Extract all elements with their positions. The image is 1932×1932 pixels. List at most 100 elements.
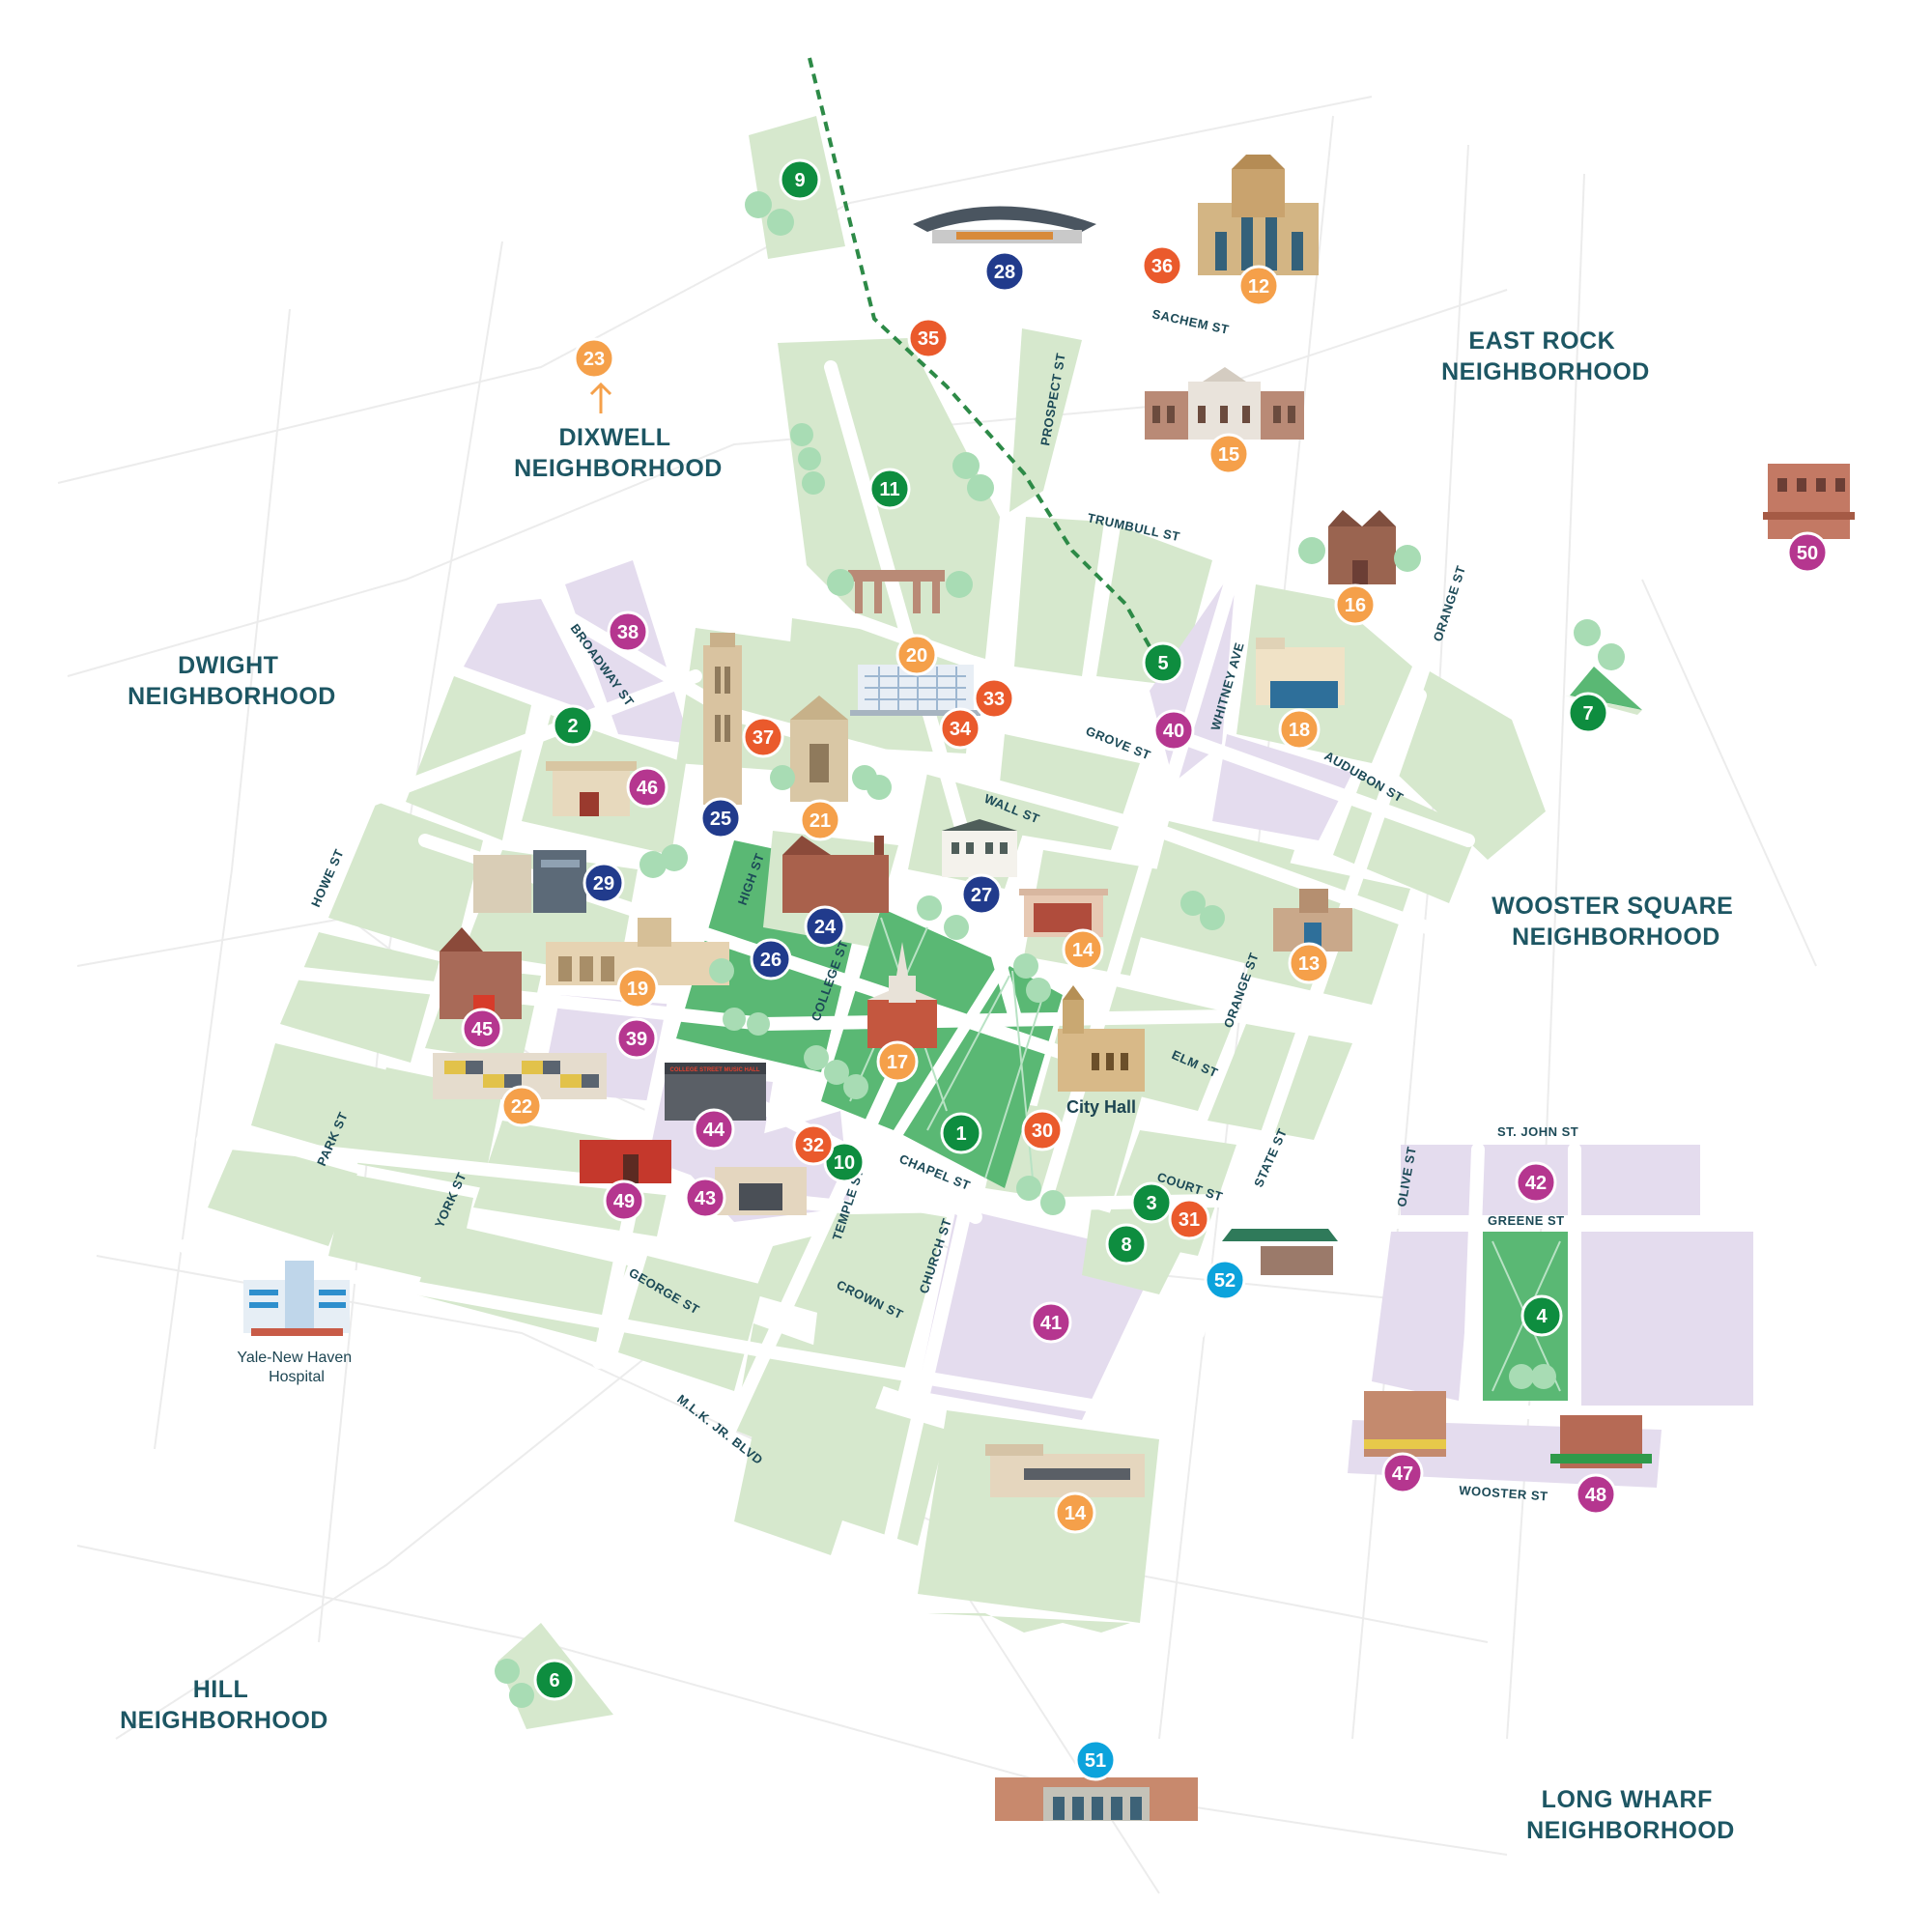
- street-label-sachem: SACHEM ST: [1151, 306, 1230, 337]
- map-marker-17[interactable]: 17: [876, 1040, 919, 1083]
- map-marker-43[interactable]: 43: [684, 1177, 726, 1219]
- marker-circle: [1152, 709, 1195, 752]
- map-marker-27[interactable]: 27: [960, 873, 1003, 916]
- marker-number: 48: [1585, 1485, 1606, 1506]
- map-marker-15[interactable]: 15: [1208, 433, 1250, 475]
- map-marker-50[interactable]: 50: [1786, 531, 1829, 574]
- map-marker-38[interactable]: 38: [607, 611, 649, 653]
- neighborhood-label-dwight: DWIGHT NEIGHBORHOOD: [128, 652, 336, 710]
- marker-circle: [940, 1112, 982, 1154]
- neighborhood-label-long-wharf: LONG WHARF NEIGHBORHOOD: [1526, 1786, 1735, 1844]
- map-marker-12[interactable]: 12: [1237, 265, 1280, 307]
- building-49-illustration: [580, 1140, 671, 1183]
- marker-circle: [615, 1017, 658, 1060]
- map-marker-28[interactable]: 28: [983, 250, 1026, 293]
- map-marker-46[interactable]: 46: [626, 766, 668, 809]
- map-marker-24[interactable]: 24: [804, 905, 846, 948]
- marker-circle: [1567, 692, 1609, 734]
- map-marker-32[interactable]: 32: [792, 1123, 835, 1166]
- map-marker-47[interactable]: 47: [1381, 1452, 1424, 1494]
- marker-circle: [1074, 1739, 1117, 1781]
- block-east-far: [1396, 671, 1546, 860]
- marker-circle: [1288, 942, 1330, 984]
- marker-number: 9: [794, 170, 805, 191]
- map-marker-6[interactable]: 6: [533, 1659, 576, 1701]
- map-marker-51[interactable]: 51: [1074, 1739, 1117, 1781]
- map-marker-19[interactable]: 19: [616, 967, 659, 1009]
- map-marker-26[interactable]: 26: [750, 938, 792, 980]
- map-marker-11[interactable]: 11: [868, 468, 911, 510]
- map-marker-14[interactable]: 14: [1054, 1492, 1096, 1534]
- city-hall-illustration: [1058, 985, 1145, 1092]
- map-marker-45[interactable]: 45: [461, 1008, 503, 1050]
- map-marker-16[interactable]: 16: [1334, 583, 1377, 626]
- marker-number: 36: [1151, 256, 1173, 277]
- map-marker-3[interactable]: 3: [1130, 1181, 1173, 1224]
- map-marker-40[interactable]: 40: [1152, 709, 1195, 752]
- marker-circle: [1278, 708, 1321, 751]
- gateway-11-illustration: [848, 570, 945, 613]
- map-marker-8[interactable]: 8: [1105, 1223, 1148, 1265]
- map-marker-14[interactable]: 14: [1062, 928, 1104, 971]
- marker-number: 14: [1072, 940, 1094, 961]
- map-marker-25[interactable]: 25: [699, 797, 742, 839]
- map-marker-18[interactable]: 18: [1278, 708, 1321, 751]
- marker-circle: [868, 468, 911, 510]
- map-marker-2[interactable]: 2: [552, 704, 594, 747]
- marker-number: 49: [613, 1191, 635, 1212]
- marker-number: 46: [637, 778, 658, 799]
- marker-number: 30: [1032, 1121, 1053, 1142]
- block-28-area: [1009, 328, 1082, 512]
- marker-circle: [533, 1659, 576, 1701]
- map-marker-1[interactable]: 1: [940, 1112, 982, 1154]
- block-orange-east: [1140, 821, 1294, 966]
- map-marker-10[interactable]: 10: [823, 1141, 866, 1183]
- marker-circle: [960, 873, 1003, 916]
- map-marker-13[interactable]: 13: [1288, 942, 1330, 984]
- map-marker-31[interactable]: 31: [1168, 1198, 1210, 1240]
- map-marker-21[interactable]: 21: [799, 799, 841, 841]
- marker-number: 27: [971, 885, 992, 906]
- map-marker-4[interactable]: 4: [1520, 1294, 1563, 1337]
- marker-number: 44: [703, 1120, 725, 1141]
- marker-circle: [804, 905, 846, 948]
- block-wooster-east: [1579, 1232, 1753, 1406]
- map-marker-42[interactable]: 42: [1515, 1161, 1557, 1204]
- building-27-illustration: [942, 819, 1017, 877]
- map-marker-20[interactable]: 20: [895, 634, 938, 676]
- marker-number: 41: [1040, 1313, 1062, 1334]
- building-43-illustration: [715, 1167, 807, 1215]
- map-marker-37[interactable]: 37: [742, 716, 784, 758]
- map-marker-33[interactable]: 33: [973, 677, 1015, 720]
- map-marker-22[interactable]: 22: [500, 1085, 543, 1127]
- marker-number: 35: [918, 328, 939, 350]
- building-50-illustration: [1763, 464, 1855, 539]
- map-marker-36[interactable]: 36: [1141, 244, 1183, 287]
- marker-circle: [1054, 1492, 1096, 1534]
- marker-circle: [616, 967, 659, 1009]
- map-marker-39[interactable]: 39: [615, 1017, 658, 1060]
- building-48-illustration: [1550, 1415, 1652, 1468]
- map-marker-41[interactable]: 41: [1030, 1301, 1072, 1344]
- music-hall-44-illustration: COLLEGE STREET MUSIC HALL: [665, 1063, 766, 1121]
- map-marker-35[interactable]: 35: [907, 317, 950, 359]
- marker-circle: [779, 158, 821, 201]
- map-marker-5[interactable]: 5: [1142, 641, 1184, 684]
- building-illustrations: COLLEGE STREET MUSIC HALL: [243, 155, 1855, 1821]
- map-marker-44[interactable]: 44: [693, 1108, 735, 1151]
- city-hall-label: City Hall: [1066, 1097, 1136, 1117]
- map-marker-23[interactable]: 23: [573, 337, 615, 380]
- map-marker-52[interactable]: 52: [1204, 1259, 1246, 1301]
- marker-number: 32: [803, 1135, 824, 1156]
- map-marker-7[interactable]: 7: [1567, 692, 1609, 734]
- map-marker-9[interactable]: 9: [779, 158, 821, 201]
- map-marker-49[interactable]: 49: [603, 1179, 645, 1222]
- map-marker-30[interactable]: 30: [1021, 1109, 1064, 1151]
- marker-circle: [1030, 1301, 1072, 1344]
- street-label-orange-north: ORANGE ST: [1431, 563, 1469, 642]
- map-marker-29[interactable]: 29: [582, 862, 625, 904]
- block-dwight-3: [280, 932, 440, 1063]
- map-marker-48[interactable]: 48: [1575, 1473, 1617, 1516]
- building-47-illustration: [1364, 1391, 1446, 1457]
- map-marker-34[interactable]: 34: [939, 707, 981, 750]
